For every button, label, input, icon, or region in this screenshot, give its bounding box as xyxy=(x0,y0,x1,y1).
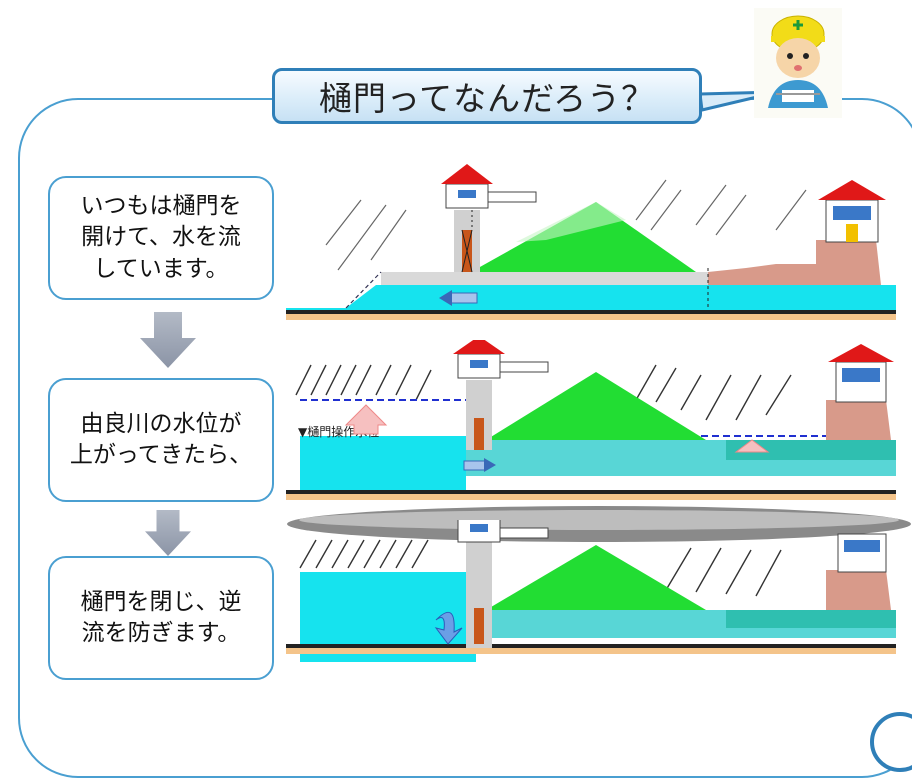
down-arrow-icon xyxy=(140,312,196,368)
step-closed-text: 樋門を閉じ、逆 流を防ぎます。 xyxy=(48,556,274,680)
down-arrow-icon xyxy=(145,510,191,556)
panel-rising-scene: ▼樋門操作水位 xyxy=(286,340,896,500)
step-normal-text: いつもは樋門を 開けて、水を流 しています。 xyxy=(48,176,274,300)
page-title: 樋門ってなんだろう？ xyxy=(272,68,702,124)
storm-cloud xyxy=(287,506,911,542)
step-rising-text: 由良川の水位が 上がってきたら、 xyxy=(48,378,274,502)
panel-closed-scene xyxy=(286,520,896,662)
worker-character-icon xyxy=(754,8,842,118)
panel-normal-scene xyxy=(286,164,896,320)
